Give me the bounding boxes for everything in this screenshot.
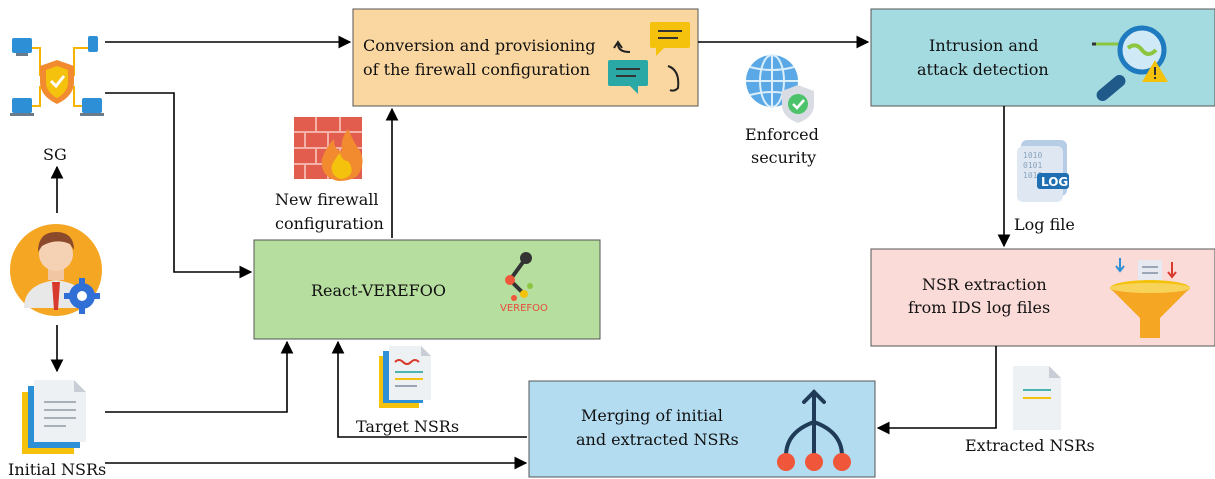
arrow-extraction-to-merging: [876, 346, 997, 435]
new-firewall-label-line2: configuration: [275, 214, 384, 233]
connectors: [50, 35, 1011, 470]
log-icon-text: LOG: [1041, 175, 1068, 189]
log-file-label: Log file: [1014, 215, 1075, 234]
chat-exchange-icon: [608, 22, 690, 94]
svg-text:1010: 1010: [1023, 171, 1042, 180]
firewall-icon: [294, 117, 363, 181]
enforced-label-line1: Enforced: [745, 125, 819, 144]
arrow-merging-to-react: [331, 340, 527, 438]
conversion-box-bg: [352, 8, 699, 107]
react-verefoo-box-bg: [253, 239, 601, 340]
conversion-box: Conversion and provisioning of the firew…: [352, 8, 699, 107]
svg-text:1010: 1010: [1023, 151, 1042, 160]
search-alert-icon: [1092, 25, 1168, 102]
admin-user-icon: [10, 224, 102, 316]
conversion-label-line1: Conversion and provisioning: [363, 36, 595, 55]
document-icon: [22, 380, 86, 454]
new-firewall-label-line1: New firewall: [275, 190, 379, 209]
nsr-extraction-label-line1: NSR extraction: [922, 275, 1047, 294]
enforced-label-line2: security: [751, 148, 816, 167]
merging-label-line2: and extracted NSRs: [576, 430, 739, 449]
network-shield-icon: [10, 36, 104, 116]
react-verefoo-label: React-VEREFOO: [311, 281, 446, 300]
initial-nsrs-label: Initial NSRs: [8, 460, 106, 479]
verefoo-logo-text: VEREFOO: [500, 303, 548, 314]
intrusion-label-line1: Intrusion and: [929, 36, 1038, 55]
target-document-icon: [379, 346, 431, 408]
merging-box-bg: [528, 380, 876, 478]
svg-text:0101: 0101: [1023, 161, 1042, 170]
react-verefoo-box: React-VEREFOO: [253, 239, 601, 340]
intrusion-label-line2: attack detection: [917, 60, 1049, 79]
nsr-extraction-label-line2: from IDS log files: [908, 298, 1050, 317]
merging-box: Merging of initial and extracted NSRs: [528, 380, 876, 478]
sg-label: SG: [43, 145, 67, 164]
funnel-filter-icon: [1110, 258, 1190, 338]
conversion-label-line2: of the firewall configuration: [363, 60, 590, 79]
extracted-document-icon: [1013, 366, 1061, 430]
globe-shield-icon: [746, 54, 814, 123]
extracted-nsrs-label: Extracted NSRs: [965, 436, 1095, 455]
merging-label-line1: Merging of initial: [581, 406, 723, 425]
target-nsrs-label: Target NSRs: [356, 417, 459, 436]
merge-arrows-icon: [777, 389, 851, 471]
verefoo-logo-icon: VEREFOO: [500, 252, 548, 314]
arrow-sg-to-react: [105, 92, 253, 279]
arrow-initial-to-react: [105, 340, 294, 413]
